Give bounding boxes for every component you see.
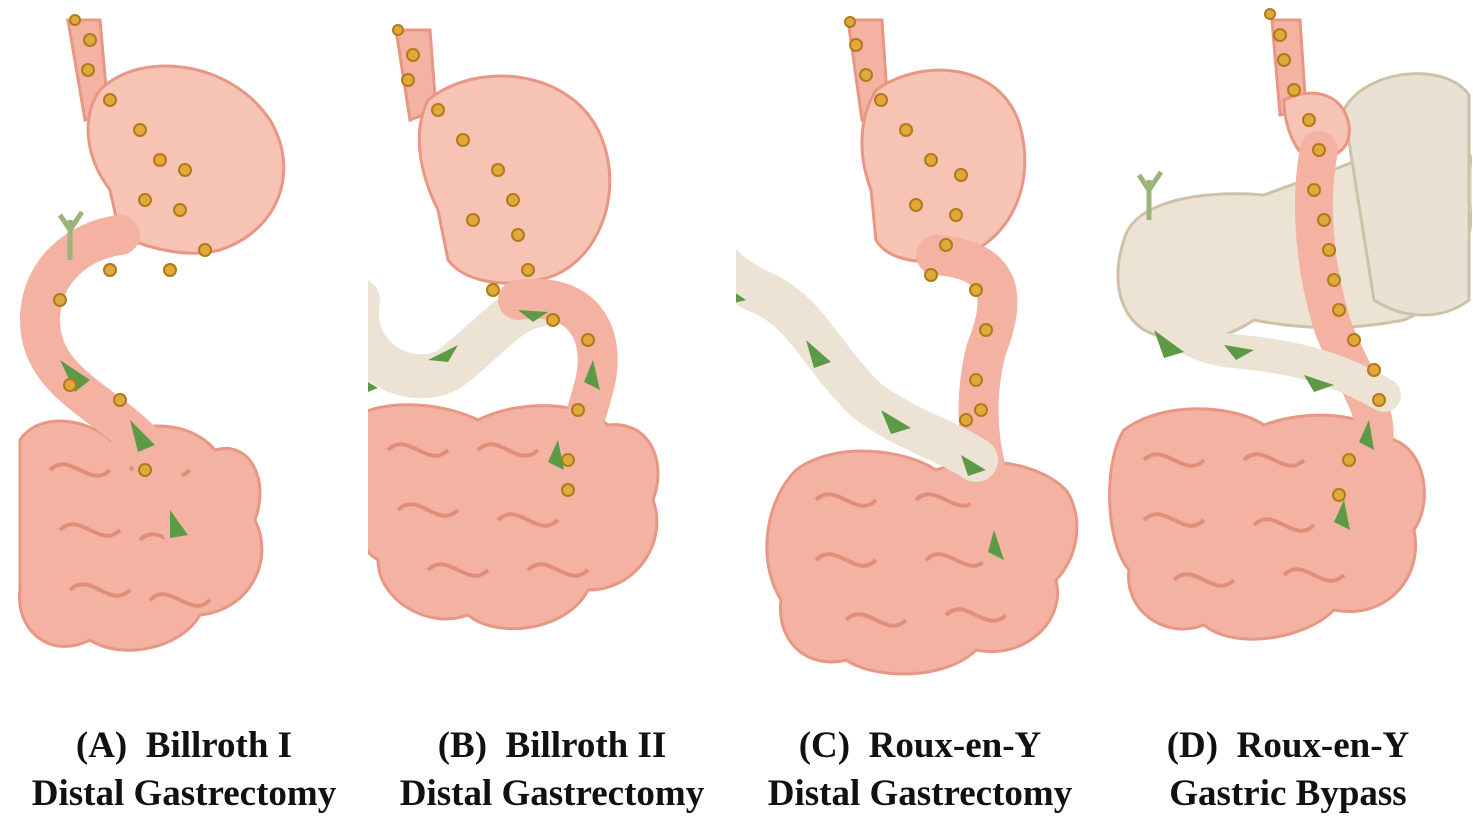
panel-letter: (B)	[438, 725, 487, 766]
procedure-subtitle: Gastric Bypass	[1104, 770, 1472, 818]
small-intestine	[767, 451, 1077, 674]
procedure-title: Billroth I	[146, 725, 292, 766]
panel-letter: (C)	[799, 725, 850, 766]
procedure-title: Billroth II	[506, 725, 667, 766]
procedure-subtitle: Distal Gastrectomy	[736, 770, 1104, 818]
procedure-title: Roux-en-Y	[1237, 725, 1410, 766]
roux-en-y-bypass-illustration	[1104, 0, 1472, 700]
caption-billroth-i: (A) Billroth I Distal Gastrectomy	[0, 722, 368, 818]
panel-roux-en-y-bypass: (D) Roux-en-Y Gastric Bypass	[1104, 0, 1472, 819]
caption-billroth-ii: (B) Billroth II Distal Gastrectomy	[368, 722, 736, 818]
caption-roux-en-y-distal: (C) Roux-en-Y Distal Gastrectomy	[736, 722, 1104, 818]
billroth-i-illustration	[0, 0, 368, 700]
caption-roux-en-y-bypass: (D) Roux-en-Y Gastric Bypass	[1104, 722, 1472, 818]
panel-billroth-ii: (B) Billroth II Distal Gastrectomy	[368, 0, 736, 819]
small-intestine	[368, 405, 658, 629]
billroth-ii-illustration	[368, 0, 736, 700]
procedure-subtitle: Distal Gastrectomy	[0, 770, 368, 818]
stomach-remnant	[419, 76, 609, 283]
roux-en-y-distal-illustration	[736, 0, 1104, 700]
panel-billroth-i: (A) Billroth I Distal Gastrectomy	[0, 0, 368, 819]
procedure-title: Roux-en-Y	[869, 725, 1042, 766]
procedure-subtitle: Distal Gastrectomy	[368, 770, 736, 818]
panel-letter: (D)	[1167, 725, 1218, 766]
panel-roux-en-y-distal: (C) Roux-en-Y Distal Gastrectomy	[736, 0, 1104, 819]
panel-letter: (A)	[76, 725, 127, 766]
